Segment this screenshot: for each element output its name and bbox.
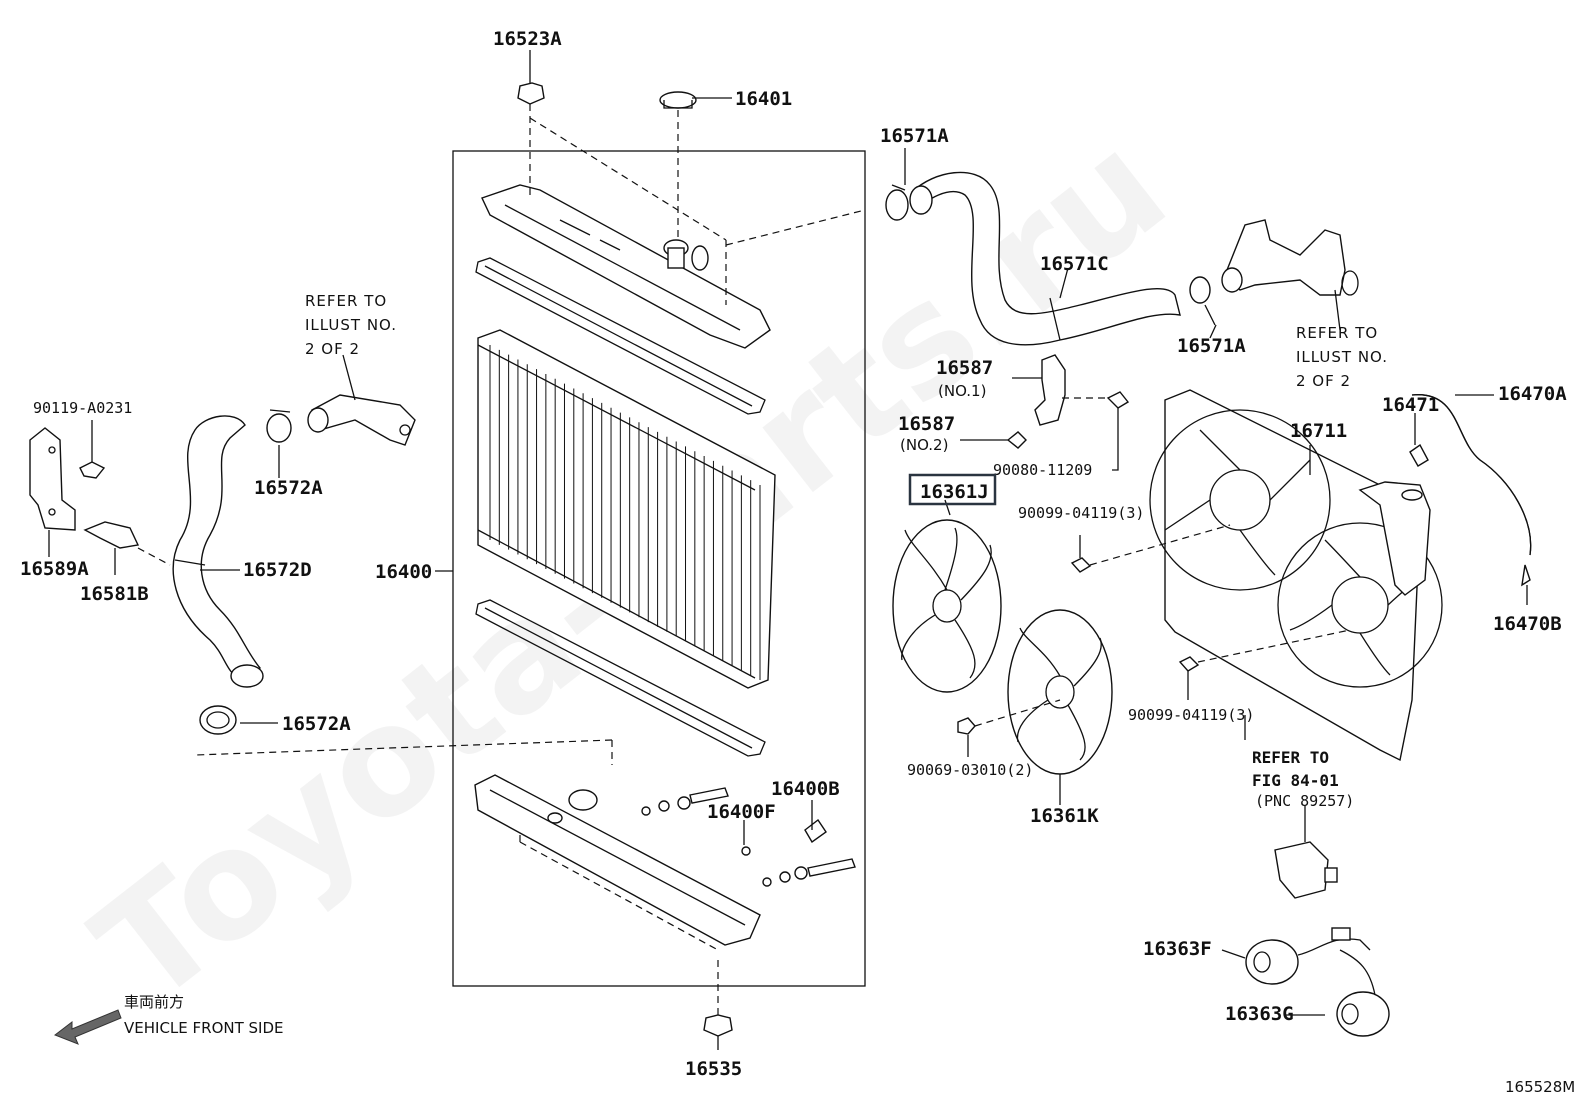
clamp-16471 (1409, 443, 1429, 467)
hose-clamp-16571A-left (885, 184, 909, 221)
label-16581B: 16581B (80, 583, 149, 605)
fan-motor-16363G (1336, 949, 1390, 1037)
clip-16470B (1521, 564, 1531, 587)
label-16572A-bottom: 16572A (282, 713, 351, 735)
bolt-90080-11209 (1106, 391, 1130, 409)
refer-right-line1: REFER TO (1296, 324, 1378, 342)
vehicle-front-arrow-icon (53, 1009, 122, 1045)
radiator-core (477, 329, 776, 689)
label-16363F: 16363F (1143, 938, 1212, 960)
radiator-upper-tank (481, 184, 771, 349)
front-side-jp: 車両前方 (124, 993, 184, 1011)
refer-fig-line2: FIG 84-01 (1252, 771, 1339, 790)
hose-clamp-16572A-top (266, 409, 292, 443)
label-16572D: 16572D (243, 559, 312, 581)
front-side-en: VEHICLE FRONT SIDE (124, 1019, 284, 1037)
label-16571A-top: 16571A (880, 125, 949, 147)
label-90119-A0231: 90119-A0231 (33, 399, 132, 417)
refer-left-line1: REFER TO (305, 292, 387, 310)
bracket-16587-no1 (1034, 354, 1066, 426)
label-16571C: 16571C (1040, 253, 1109, 275)
label-16470B: 16470B (1493, 613, 1562, 635)
label-16470A: 16470A (1498, 383, 1567, 405)
label-16401: 16401 (735, 88, 792, 110)
bracket-16589A (29, 427, 76, 531)
label-16361J: 16361J (920, 481, 989, 503)
refer-right-line2: ILLUST NO. (1296, 348, 1388, 366)
water-inlet-pipe (307, 394, 416, 446)
lower-radiator-hose-16572D (172, 415, 264, 688)
refer-right-line3: 2 OF 2 (1296, 372, 1351, 390)
label-16587-no2: 16587 (898, 413, 955, 435)
radiator-assembly-frame (452, 150, 866, 987)
label-16535: 16535 (685, 1058, 742, 1080)
radiator-lower-tank (474, 774, 761, 946)
reserve-tank (1358, 481, 1431, 596)
label-16361K: 16361K (1030, 805, 1099, 827)
fan-motor-16363F (1245, 927, 1371, 985)
label-90099-04119-a: 90099-04119(3) (1018, 504, 1144, 522)
label-16589A: 16589A (20, 558, 89, 580)
fan-16361J (892, 519, 1002, 693)
label-16363G: 16363G (1225, 1003, 1294, 1025)
upper-radiator-hose-16571C (909, 171, 1181, 346)
label-16523A: 16523A (493, 28, 562, 50)
highlight-box-16361J (908, 473, 997, 506)
fan-16361K (1007, 609, 1113, 775)
clamp-16581B (83, 521, 140, 549)
radiator-upper-gasket (475, 257, 766, 415)
label-16400F: 16400F (707, 801, 776, 823)
label-16471: 16471 (1382, 394, 1439, 416)
radiator-cap-16401 (659, 91, 697, 109)
radiator-lower-gasket (475, 599, 766, 757)
bolt-90119-A0231 (79, 420, 106, 479)
label-16571A-right: 16571A (1177, 335, 1246, 357)
label-16711: 16711 (1290, 420, 1347, 442)
drain-cock-16535 (703, 1014, 733, 1050)
refer-fig-line1: REFER TO (1252, 748, 1329, 767)
hose-clamp-16572A-bottom (199, 705, 237, 735)
plug-16523A (517, 82, 545, 105)
label-16572A-top: 16572A (254, 477, 323, 499)
clip-16587-no2 (1006, 431, 1027, 449)
label-90069-03010: 90069-03010(2) (907, 761, 1033, 779)
fan-control-relay (1274, 841, 1338, 899)
hose-clamp-16571A-right (1189, 276, 1216, 326)
label-16587-no1-sub: (NO.1) (938, 382, 986, 400)
bolt-90099-04119-upper (1070, 557, 1092, 573)
label-16587-no1: 16587 (936, 357, 993, 379)
label-90099-04119-b: 90099-04119(3) (1128, 706, 1254, 724)
label-16400: 16400 (375, 561, 432, 583)
label-16587-no2-sub: (NO.2) (900, 436, 948, 454)
overflow-hose-16470A (1411, 394, 1532, 556)
figure-id: 165528M (1505, 1078, 1575, 1096)
water-outlet-housing (1221, 219, 1359, 296)
label-90080-11209: 90080-11209 (993, 461, 1092, 479)
label-16400B: 16400B (771, 778, 840, 800)
refer-left-line3: 2 OF 2 (305, 340, 360, 358)
refer-fig-line3: (PNC 89257) (1255, 792, 1354, 810)
bolt-90099-04119-lower (1178, 656, 1200, 672)
nut-90069-03010 (957, 717, 976, 735)
refer-left-line2: ILLUST NO. (305, 316, 397, 334)
drain-parts (641, 787, 856, 887)
